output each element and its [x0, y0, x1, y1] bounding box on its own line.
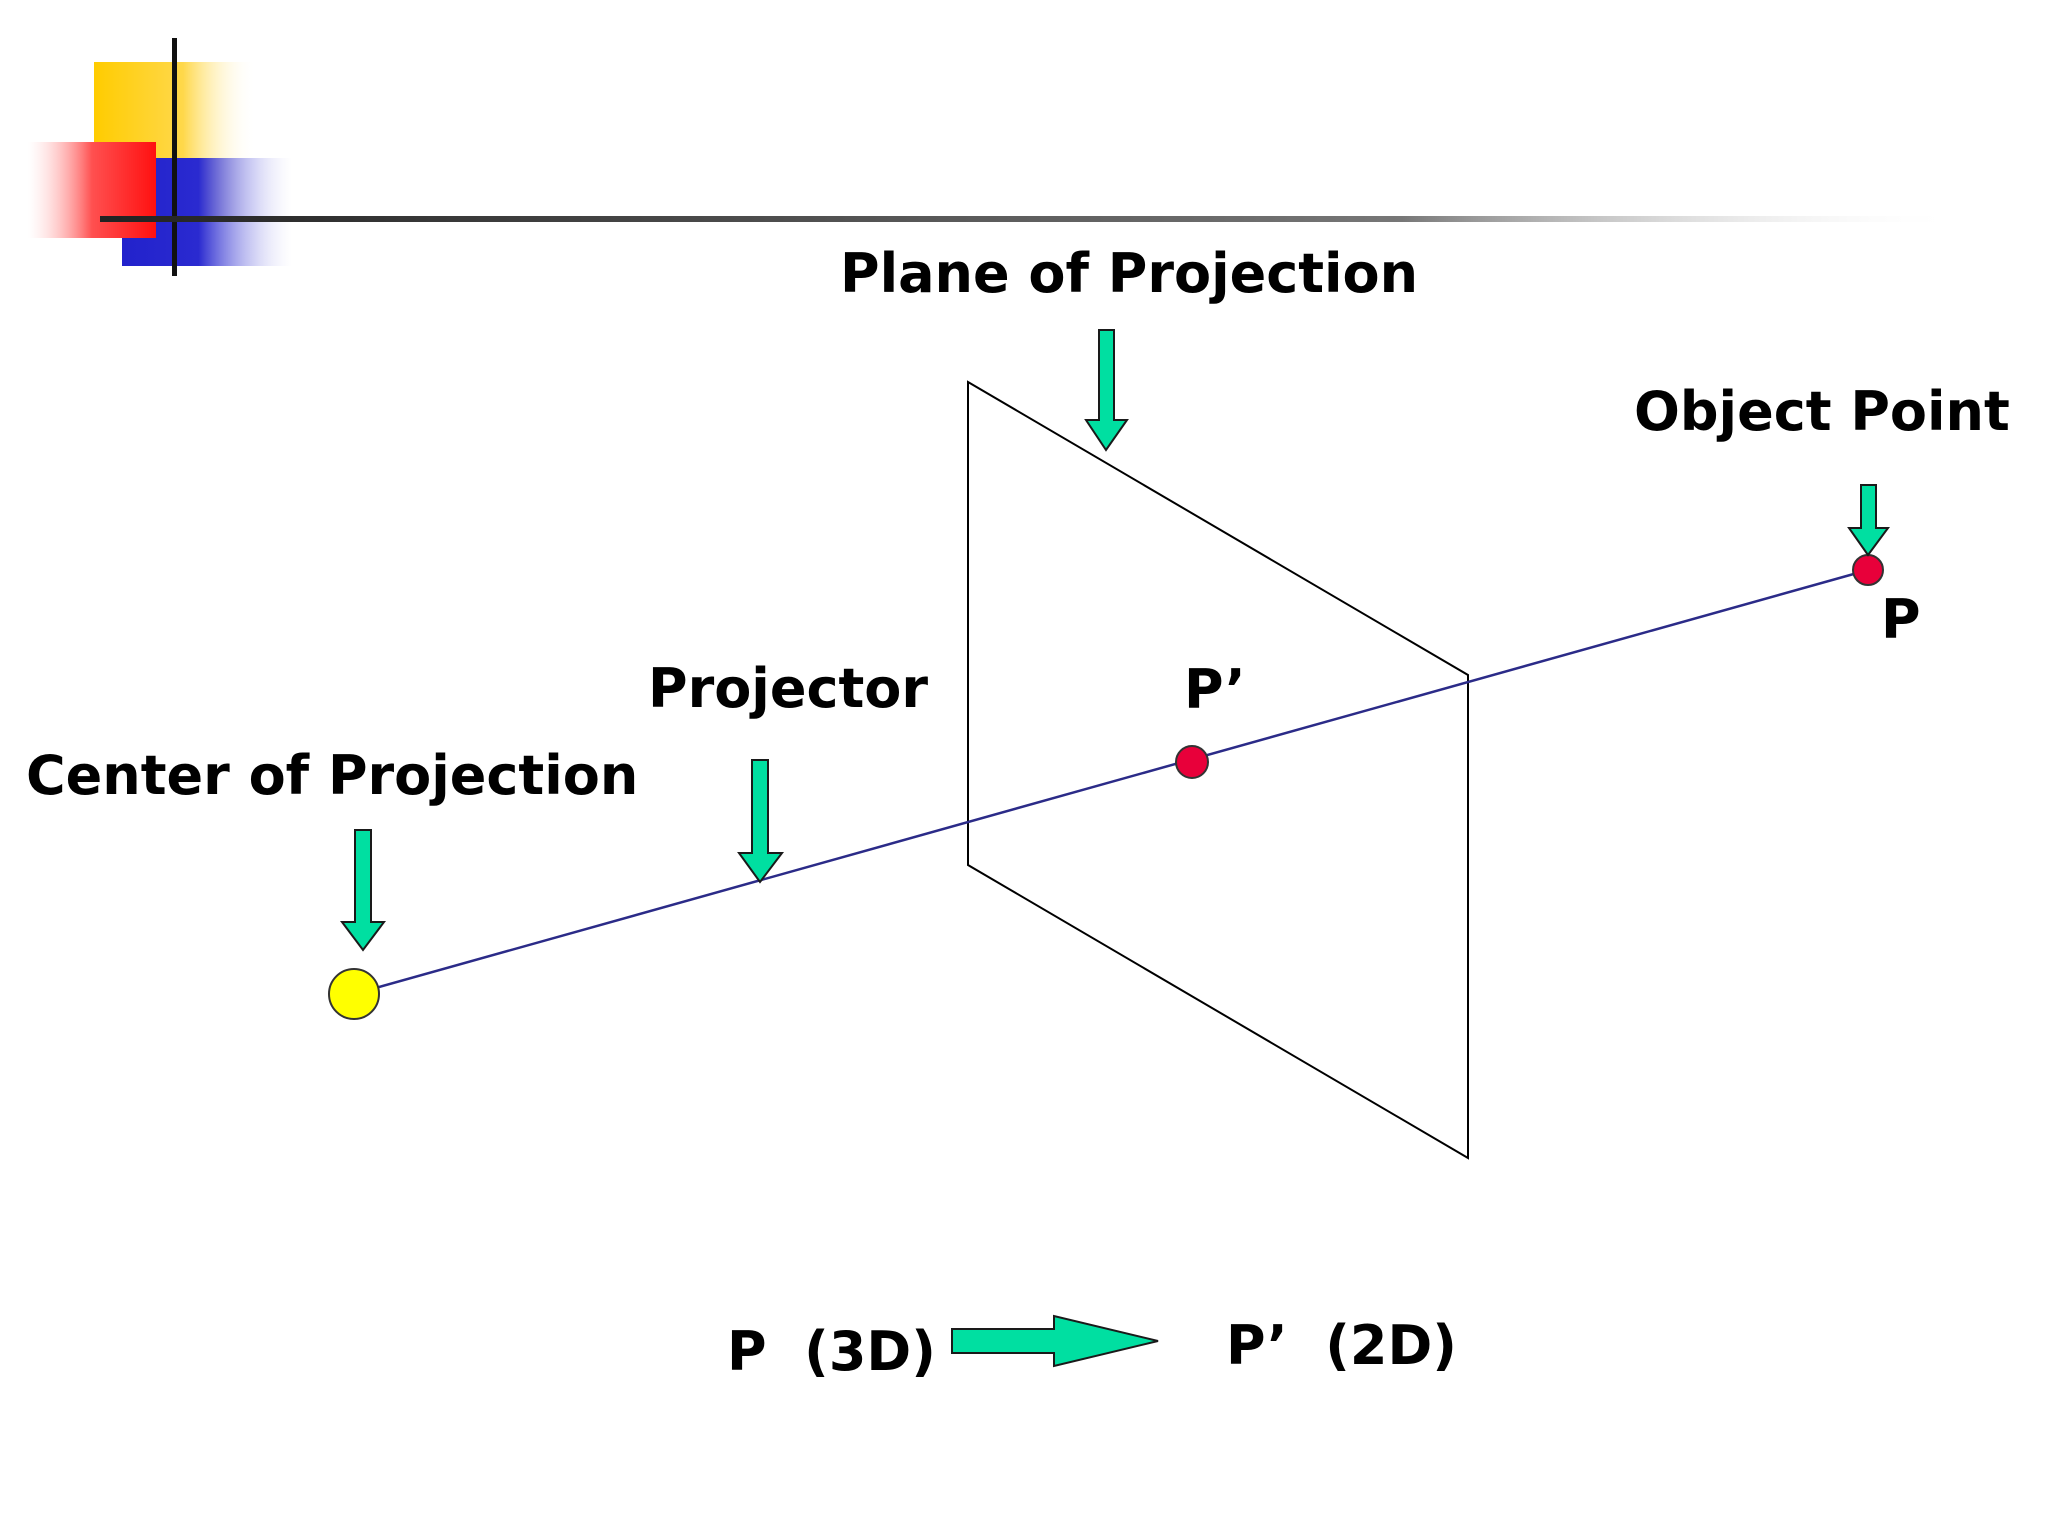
projector-line: [353, 568, 1869, 996]
object-point-p: [1852, 554, 1884, 586]
projection-plane: [967, 380, 1469, 1160]
decorative-corner-logo: [28, 38, 292, 276]
p-prime-2d-label: P’ (2D): [1226, 1314, 1457, 1377]
transform-arrow-icon: [951, 1314, 1159, 1368]
deco-vertical-bar: [172, 38, 177, 276]
center-arrow-icon: [340, 829, 386, 952]
plane-arrow-icon: [1084, 329, 1129, 452]
object-point-arrow-icon: [1847, 484, 1890, 557]
header-rule: [100, 216, 1960, 222]
plane-of-projection-label: Plane of Projection: [840, 242, 1418, 305]
object-point-label: Object Point: [1634, 380, 2010, 443]
projector-arrow-icon: [737, 759, 785, 884]
p-label: P: [1881, 588, 1921, 651]
deco-red-square: [28, 142, 156, 238]
projector-label: Projector: [648, 657, 928, 720]
projected-point-p-prime: [1175, 745, 1209, 779]
p-3d-label: P (3D): [727, 1320, 936, 1383]
p-prime-label: P’: [1184, 658, 1246, 721]
center-of-projection-label: Center of Projection: [26, 744, 638, 807]
center-of-projection-point: [328, 968, 380, 1020]
